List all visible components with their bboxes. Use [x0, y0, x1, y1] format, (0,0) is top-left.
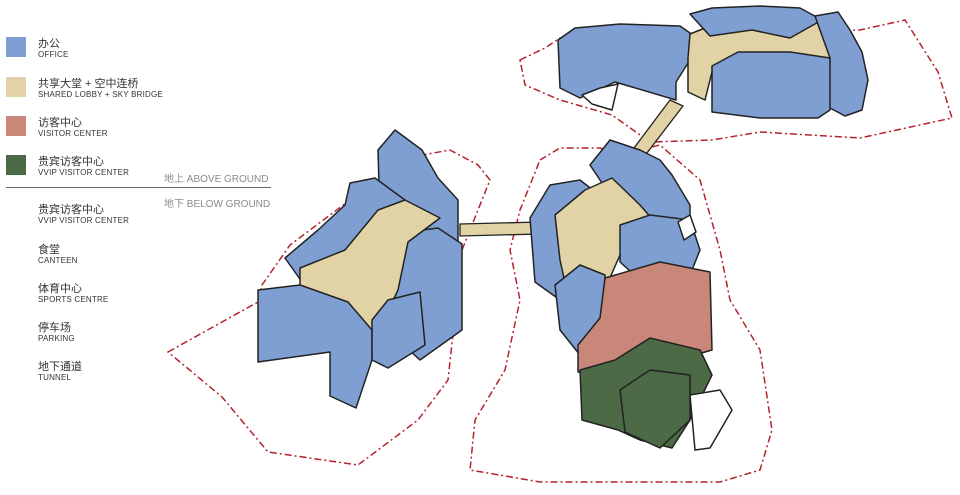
legend-zh: 食堂: [38, 244, 60, 256]
legend-zh: 体育中心: [38, 283, 82, 295]
site-boundary-left: [166, 149, 491, 466]
below-ground-label: 地下 BELOW GROUND: [164, 199, 271, 210]
middle-building: [529, 139, 733, 451]
visitor-swatch: [6, 116, 26, 136]
legend-zh: 贵宾访客中心: [38, 156, 104, 168]
middle-office-east: [619, 214, 701, 281]
legend-en: PARKING: [38, 334, 75, 343]
legend-en: SPORTS CENTRE: [38, 295, 109, 304]
top-office-middle: [711, 51, 833, 119]
left-office-southwest: [257, 284, 373, 409]
vvip-swatch: [6, 155, 26, 175]
legend-en: VVIP VISITOR CENTER: [38, 216, 130, 225]
legend-en: VVIP VISITOR CENTER: [38, 168, 130, 177]
top-office-east: [814, 11, 869, 117]
site-boundary-top-right: [519, 19, 953, 143]
legend-zh: 办公: [38, 38, 60, 50]
legend-en: OFFICE: [38, 50, 69, 59]
top-ramp: [581, 83, 619, 111]
left-office-south: [371, 291, 426, 369]
top-office-west: [557, 23, 701, 101]
middle-light-well: [677, 214, 697, 241]
sky-bridge-horizontal: [459, 221, 541, 237]
legend-zh: 贵宾访客中心: [38, 204, 104, 216]
legend-zh: 地下通道: [38, 361, 82, 373]
legend-zh: 停车场: [38, 322, 71, 334]
legend-zh: 访客中心: [38, 117, 82, 129]
left-building: [257, 129, 463, 409]
legend: 办公 OFFICE 共享大堂 + 空中连桥 SHARED LOBBY + SKY…: [0, 0, 290, 495]
top-right-building: [557, 5, 869, 119]
legend-en: CANTEEN: [38, 256, 78, 265]
section-divider: [6, 187, 271, 188]
lobby-swatch: [6, 77, 26, 97]
legend-zh: 共享大堂 + 空中连桥: [38, 78, 139, 90]
legend-en: VISITOR CENTER: [38, 129, 108, 138]
vvip-block: [619, 369, 691, 449]
middle-ramp: [689, 389, 733, 451]
legend-en: TUNNEL: [38, 373, 72, 382]
above-ground-label: 地上 ABOVE GROUND: [164, 174, 269, 185]
office-swatch: [6, 37, 26, 57]
legend-en: SHARED LOBBY + SKY BRIDGE: [38, 90, 163, 99]
